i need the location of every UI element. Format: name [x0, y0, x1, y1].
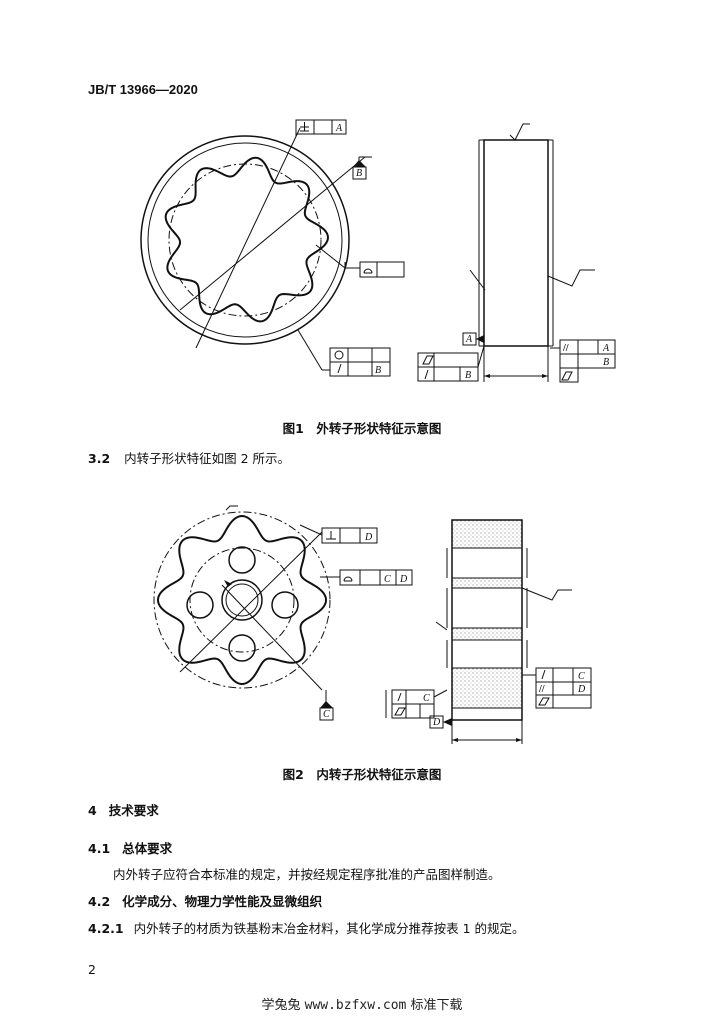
- fig1-label-b-runout: B: [375, 365, 381, 376]
- fig2-label-c-profile: C: [384, 574, 391, 585]
- section-3-2: 3.2 内转子形状特征如图 2 所示。: [88, 448, 290, 467]
- fig2-label-c-runout: C: [578, 671, 585, 682]
- fig1-datum-a: A: [465, 334, 473, 345]
- section-4-2-1-text: 内外转子的材质为铁基粉末冶金材料，其化学成分推荐按表 1 的规定。: [133, 921, 525, 936]
- fig2-label-d-perp: D: [364, 532, 373, 543]
- fig2-parallel-symbol: //: [538, 684, 545, 695]
- fig2-label-d-profile: D: [399, 574, 408, 585]
- footer-watermark: 学兔兔 www.bzfxw.com 标准下载: [0, 994, 724, 1013]
- section-3-2-number: 3.2: [88, 451, 111, 466]
- section-4-heading: 4 技术要求: [88, 800, 159, 819]
- fig1-datum-b: B: [356, 168, 362, 179]
- fig2-datum-d: D: [432, 717, 441, 728]
- section-4-1-number: 4.1: [88, 841, 111, 856]
- figure1-drawing: A B B A B A B //: [140, 119, 616, 383]
- figure2-drawing: D C D C C D // C D: [153, 505, 592, 744]
- section-3-2-text: 内转子形状特征如图 2 所示。: [124, 451, 291, 466]
- standard-code-header: JB/T 13966—2020: [88, 82, 198, 97]
- fig1-label-a-perp: A: [335, 123, 343, 134]
- fig1-label-b-right: B: [603, 357, 609, 368]
- section-4-2-heading: 4.2 化学成分、物理力学性能及显微组织: [88, 891, 322, 910]
- footer-url[interactable]: www.bzfxw.com: [304, 998, 407, 1013]
- fig2-label-d-parallel: D: [577, 684, 586, 695]
- fig1-label-b-left: B: [465, 370, 471, 381]
- section-4-2-1: 4.2.1 内外转子的材质为铁基粉末冶金材料，其化学成分推荐按表 1 的规定。: [88, 918, 525, 937]
- section-4-2-title: 化学成分、物理力学性能及显微组织: [122, 894, 323, 909]
- figure1-caption: 图1 外转子形状特征示意图: [282, 421, 442, 436]
- section-4-1-title: 总体要求: [122, 841, 173, 856]
- footer-site-name: 学兔兔: [261, 998, 301, 1013]
- figure2-caption: 图2 内转子形状特征示意图: [282, 767, 442, 782]
- fig1-label-a-parallel: A: [602, 343, 610, 354]
- section-4-2-1-number: 4.2.1: [88, 921, 124, 936]
- section-4-2-number: 4.2: [88, 894, 111, 909]
- section-4-1-heading: 4.1 总体要求: [88, 838, 172, 857]
- fig1-parallel-symbol: //: [562, 343, 569, 354]
- section-4-number: 4: [88, 803, 97, 818]
- section-4-1-text: 内外转子应符合本标准的规定，并按经规定程序批准的产品图样制造。: [113, 867, 501, 882]
- fig2-datum-c: C: [323, 709, 330, 720]
- page-number: 2: [88, 962, 96, 977]
- footer-slogan: 标准下载: [410, 998, 463, 1013]
- section-4-title: 技术要求: [108, 803, 159, 818]
- fig2-label-c-left: C: [423, 693, 430, 704]
